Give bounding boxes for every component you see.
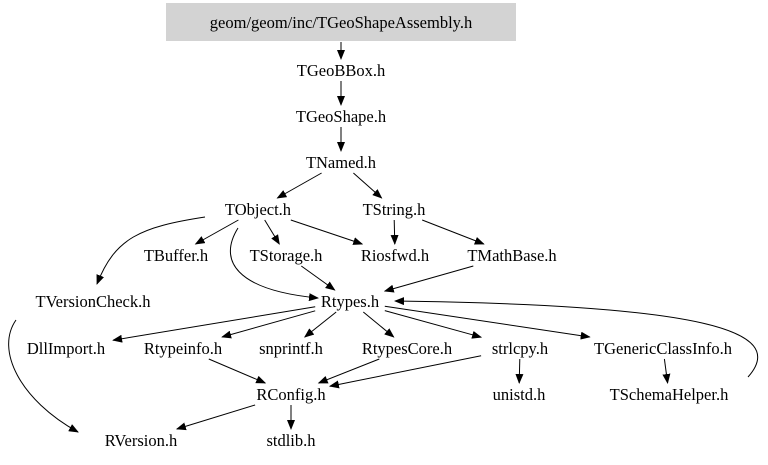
edge-strlcpy-to-unistd (515, 358, 524, 384)
edge-tmathbase-to-rtypes (383, 265, 474, 293)
node-tmathbase[interactable]: TMathBase.h (467, 246, 557, 265)
node-tversioncheck[interactable]: TVersionCheck.h (35, 292, 151, 311)
node-label: TVersionCheck.h (35, 292, 151, 311)
node-label: strlcpy.h (492, 339, 549, 358)
edge-rtypeinfo-to-rconfig (208, 358, 267, 384)
node-label: Rtypes.h (321, 292, 380, 311)
node-label: RVersion.h (105, 431, 178, 450)
node-label: TGeoShape.h (296, 107, 387, 126)
node-stdlib[interactable]: stdlib.h (266, 431, 316, 450)
node-tgeoshape[interactable]: TGeoShape.h (296, 107, 387, 126)
node-tobject[interactable]: TObject.h (225, 200, 292, 219)
edge-tnamed-to-tstring (353, 172, 383, 199)
edge-rtypes-to-tgenericclassinfo (384, 305, 591, 340)
edge-rtypescore-to-rconfig (317, 358, 380, 384)
node-label: Rtypeinfo.h (144, 339, 223, 358)
edge-tstring-to-tmathbase (422, 219, 485, 245)
node-label: unistd.h (493, 385, 546, 404)
edge-rtypes-to-rtypescore (362, 311, 395, 338)
edge-tobject-to-tbuffer (194, 219, 239, 245)
node-label: DllImport.h (27, 339, 106, 358)
edge-strlcpy-to-rconfig (328, 355, 482, 389)
edge-rtypes-to-strlcpy (384, 310, 483, 339)
edge-tgenericclassinfo-to-tschemahelper (662, 358, 671, 384)
node-label: TString.h (363, 200, 427, 219)
edge-tobject-to-riosfwd (290, 219, 364, 245)
node-tnamed[interactable]: TNamed.h (306, 153, 377, 172)
node-snprintf[interactable]: snprintf.h (259, 339, 323, 358)
node-label: TStorage.h (250, 246, 324, 265)
edge-tnamed-to-tobject (276, 172, 322, 199)
node-label: TSchemaHelper.h (610, 385, 729, 404)
node-label: snprintf.h (259, 339, 323, 358)
edge-rtypes-to-rtypeinfo (221, 310, 316, 339)
node-label: stdlib.h (266, 431, 316, 450)
edge-tstorage-to-rtypes (301, 265, 336, 291)
node-rconfig[interactable]: RConfig.h (256, 385, 326, 404)
edge-rtypes-to-snprintf (304, 311, 337, 338)
node-label: Riosfwd.h (361, 246, 430, 265)
node-label: TBuffer.h (144, 246, 209, 265)
node-tschemahelper[interactable]: TSchemaHelper.h (610, 385, 729, 404)
node-rtypes[interactable]: Rtypes.h (321, 292, 380, 311)
node-label: TGenericClassInfo.h (594, 339, 733, 358)
edge-tobject-to-rtypes (229, 227, 319, 302)
node-label: RtypesCore.h (362, 339, 453, 358)
node-strlcpy[interactable]: strlcpy.h (492, 339, 549, 358)
edge-tobject-to-tstorage (264, 219, 280, 245)
node-label: RConfig.h (256, 385, 326, 404)
node-tgenericclassinfo[interactable]: TGenericClassInfo.h (594, 339, 733, 358)
node-root[interactable]: geom/geom/inc/TGeoShapeAssembly.h (166, 3, 516, 41)
node-label: TGeoBBox.h (297, 61, 386, 80)
edge-rtypes-to-dllimport (112, 306, 316, 343)
node-rtypescore[interactable]: RtypesCore.h (362, 339, 453, 358)
node-tbuffer[interactable]: TBuffer.h (144, 246, 209, 265)
node-riosfwd[interactable]: Riosfwd.h (361, 246, 430, 265)
node-label: geom/geom/inc/TGeoShapeAssembly.h (210, 13, 473, 32)
node-rversion[interactable]: RVersion.h (105, 431, 178, 450)
edge-tstring-to-riosfwd (390, 219, 399, 245)
edge-rconfig-to-rversion (175, 404, 256, 431)
node-tstring[interactable]: TString.h (363, 200, 427, 219)
node-tgeobbox[interactable]: TGeoBBox.h (297, 61, 386, 80)
edge-tversioncheck-to-rversion (8, 319, 79, 433)
edge-tschemahelper-to-rtypes (394, 297, 759, 378)
node-label: TNamed.h (306, 153, 377, 172)
node-dllimport[interactable]: DllImport.h (27, 339, 106, 358)
node-rtypeinfo[interactable]: Rtypeinfo.h (144, 339, 223, 358)
node-label: TMathBase.h (467, 246, 557, 265)
node-tstorage[interactable]: TStorage.h (250, 246, 324, 265)
node-label: TObject.h (225, 200, 292, 219)
root-node-box (166, 3, 516, 41)
node-unistd[interactable]: unistd.h (493, 385, 546, 404)
edge-tobject-to-tversioncheck (96, 216, 206, 285)
